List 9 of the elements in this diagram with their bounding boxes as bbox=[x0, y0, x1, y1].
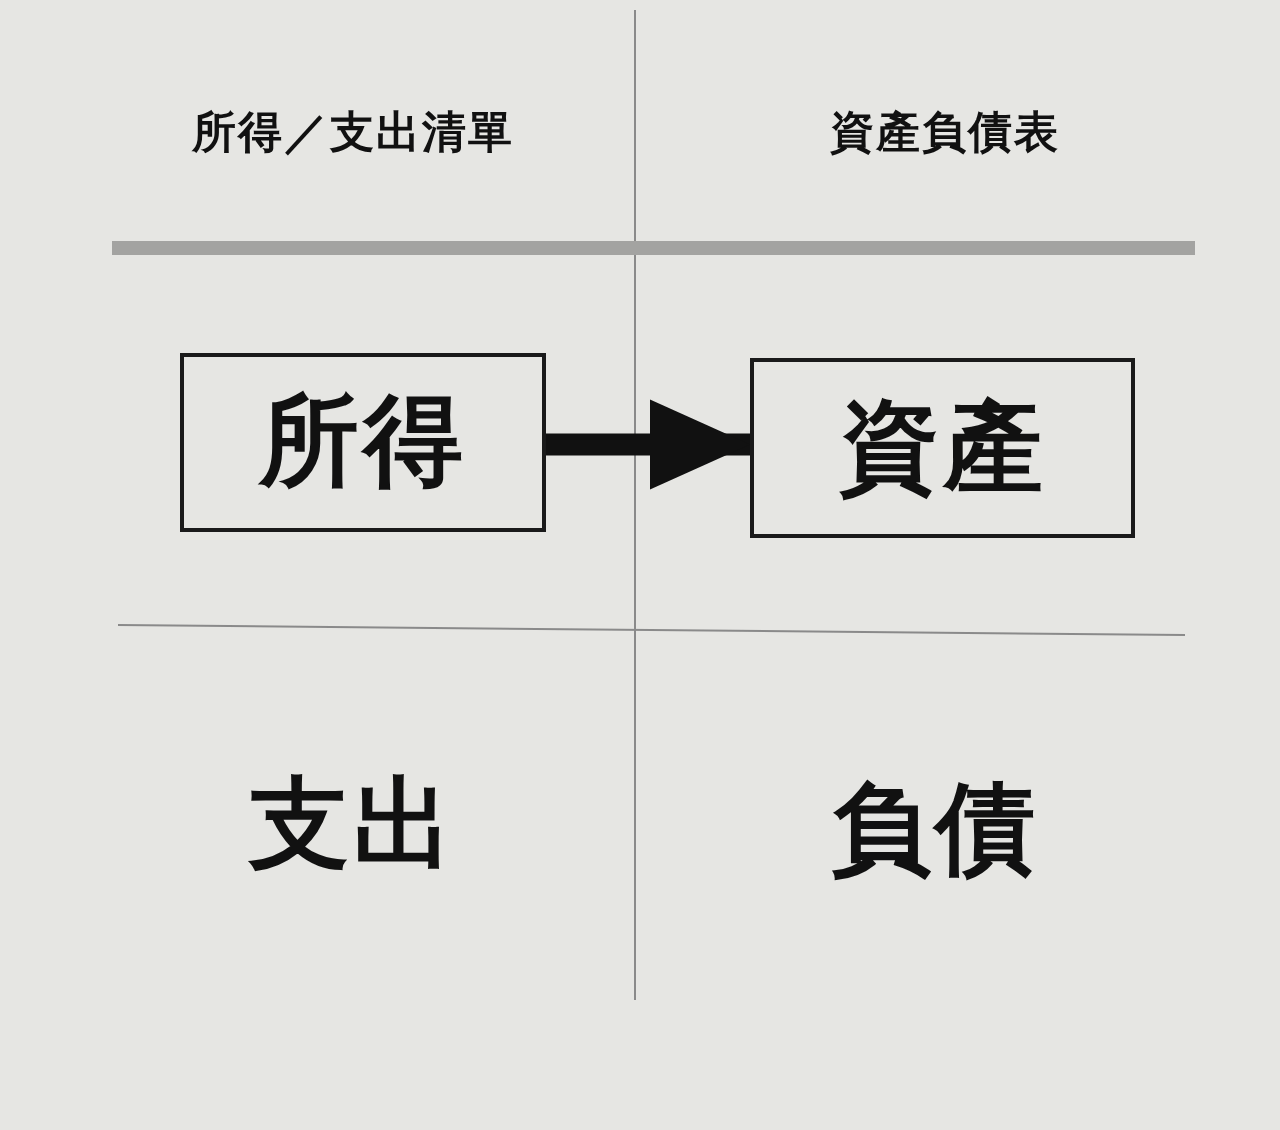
term-box bbox=[750, 358, 1135, 538]
term-text: 資產 bbox=[838, 386, 1047, 507]
term-text: 所得 bbox=[259, 381, 467, 501]
term-label: 支出 bbox=[249, 763, 457, 884]
column-heading: 資產負債表 bbox=[830, 104, 1060, 159]
term-box bbox=[180, 353, 546, 532]
term-label: 負債 bbox=[831, 768, 1039, 889]
column-heading: 所得／支出清單 bbox=[192, 104, 514, 159]
arrow bbox=[546, 399, 750, 490]
